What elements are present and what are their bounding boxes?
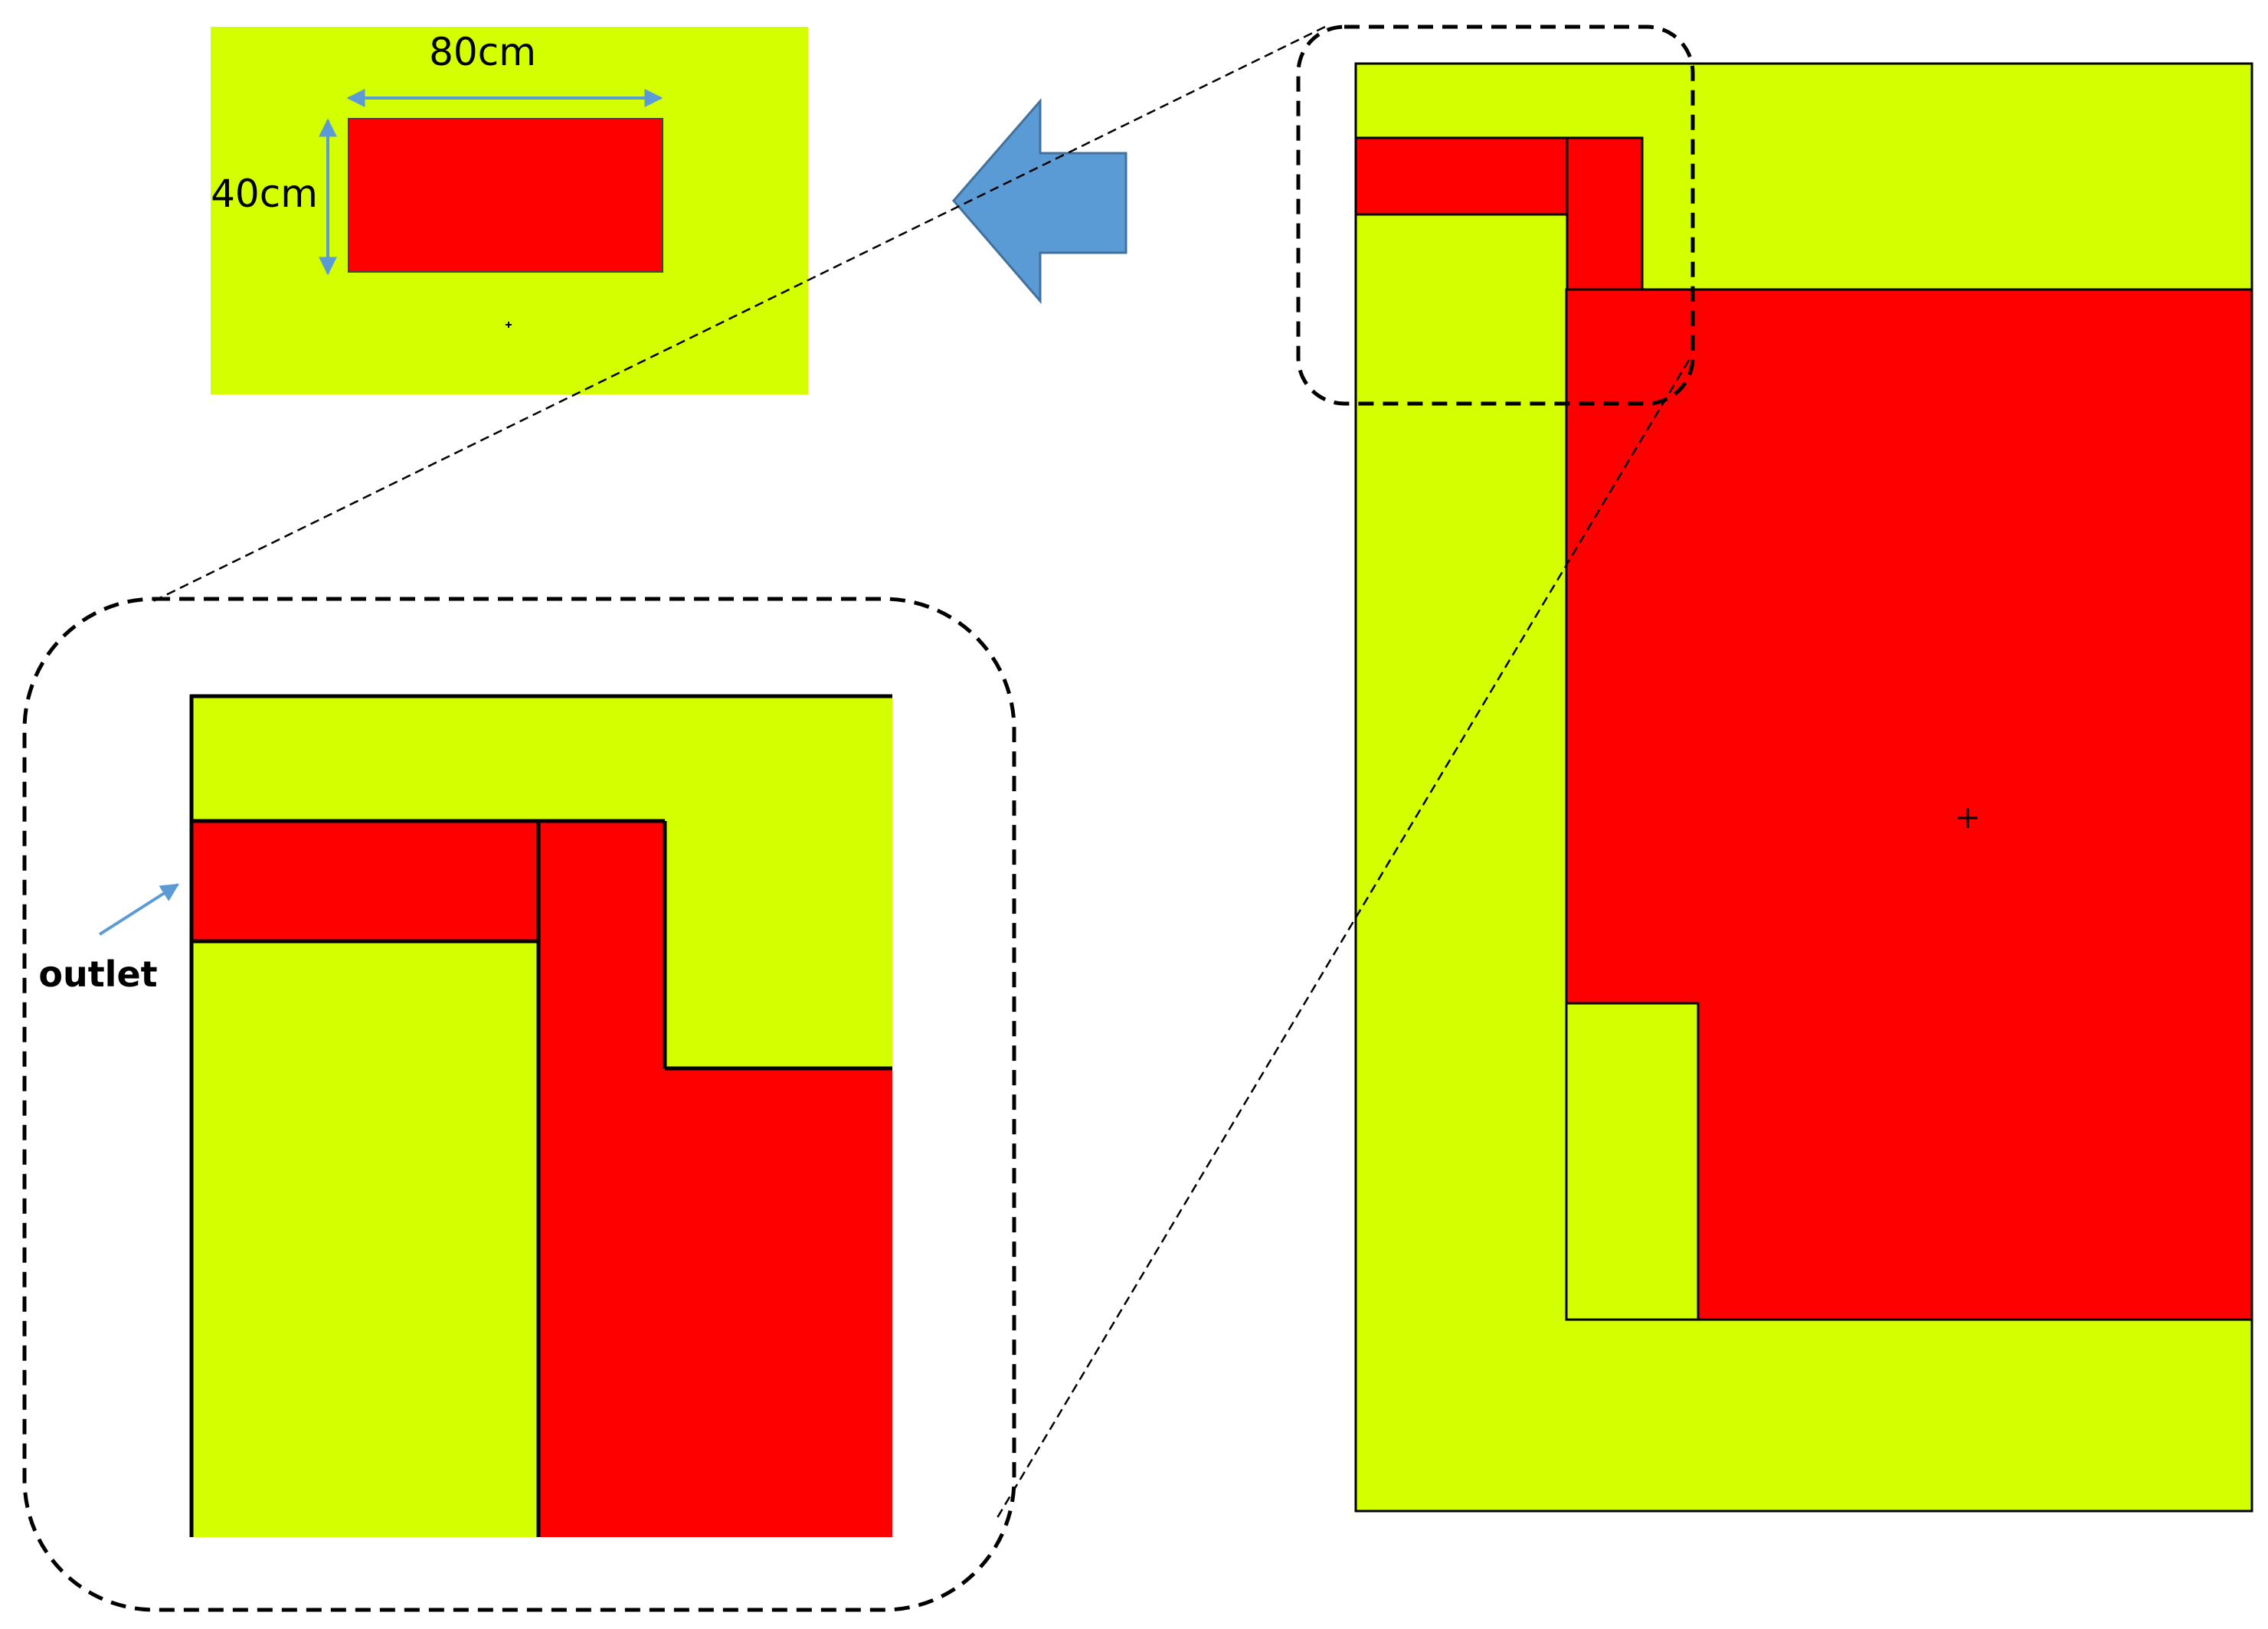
full-green-notch [1565, 1002, 1700, 1321]
crosshair-icon [1958, 808, 1978, 828]
detail-outlet-block [190, 821, 538, 941]
outlet-pointer-arrow [98, 883, 180, 936]
overview-panel: 80cm 40cm [211, 27, 808, 394]
full-connector-block [1566, 136, 1644, 291]
overview-center-marker [506, 322, 512, 328]
width-dimension-label: 80cm [429, 30, 536, 74]
zoom-connector-bottom [994, 359, 1690, 1521]
detail-connector-block [538, 821, 665, 1068]
outlet-label: outlet [38, 954, 157, 995]
left-arrow-icon [952, 97, 1127, 305]
detail-panel: outlet [38, 694, 892, 1537]
detail-red-region [538, 1068, 892, 1537]
overview-red-region [348, 118, 663, 273]
zoom-detail-callout [22, 597, 1016, 1612]
full-domain-panel [1354, 62, 2253, 1513]
height-dimension-label: 40cm [211, 172, 318, 216]
zoom-source-callout [1296, 25, 1695, 406]
full-outlet-block [1354, 136, 1569, 216]
detail-outlines [189, 694, 892, 1537]
